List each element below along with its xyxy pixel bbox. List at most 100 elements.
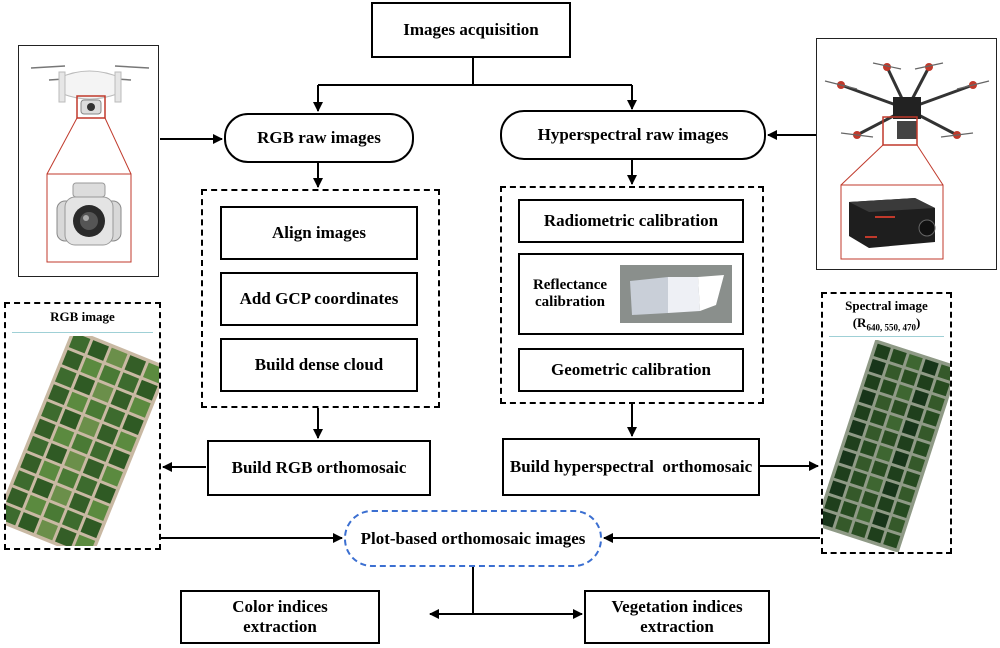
plot-cell: [57, 467, 79, 489]
plot-cell: [889, 348, 907, 366]
plot-cell: [54, 367, 77, 388]
plot-cell: [31, 477, 54, 499]
plot-cell: [880, 430, 899, 447]
plot-cell: [92, 382, 114, 403]
plot-cell: [55, 527, 77, 546]
plot-cell: [108, 448, 130, 470]
plot-cell: [66, 391, 89, 413]
plot-cell: [917, 425, 935, 442]
plot-cell: [884, 364, 902, 381]
build-rgb-orthomosaic-label: Build RGB orthomosaic: [231, 458, 407, 478]
plot-cell: [863, 374, 881, 391]
plot-cell: [38, 460, 61, 482]
plot-cell: [50, 485, 72, 506]
plot-cell: [17, 512, 40, 533]
plot-cell: [75, 475, 98, 497]
rgb-processing-group: [201, 189, 440, 408]
plot-cell: [6, 487, 28, 509]
plot-cell: [80, 517, 103, 539]
plot-cell: [143, 362, 159, 384]
align-images-box: Align images: [220, 206, 418, 260]
plot-cell: [898, 486, 916, 503]
plot-cell: [43, 502, 66, 524]
plot-cell: [844, 434, 862, 452]
spectral-image-title: Spectral image: [845, 298, 928, 313]
plot-cell: [835, 516, 853, 533]
plot-cell: [80, 357, 103, 379]
color-indices-extraction-box: Color indices extraction: [180, 590, 380, 644]
build-rgb-orthomosaic-box: Build RGB orthomosaic: [207, 440, 431, 496]
plot-cell: [78, 416, 100, 438]
plot-cell: [866, 475, 884, 493]
plot-cell: [89, 441, 112, 462]
plot-cell: [73, 534, 96, 546]
plot-cell: [59, 408, 82, 430]
plot-cell: [900, 369, 918, 386]
plot-cell: [68, 336, 91, 354]
plot-cell: [859, 440, 878, 457]
plot-cell: [883, 531, 901, 549]
build-dense-cloud-box: Build dense cloud: [220, 338, 418, 392]
plot-cell: [907, 455, 926, 473]
plot-cell: [6, 504, 21, 526]
plot-cell: [117, 372, 140, 394]
build-hyperspectral-orthomosaic-label: Build hyperspectral orthomosaic: [509, 457, 753, 477]
plot-cell: [136, 379, 158, 401]
plot-cell: [87, 340, 109, 361]
spectral-title-divider: [829, 336, 944, 337]
align-images-label: Align images: [272, 223, 366, 243]
plot-cell: [901, 420, 919, 437]
rgb-raw-images-label: RGB raw images: [257, 128, 381, 148]
plot-cell: [932, 379, 950, 397]
plot-cell: [82, 458, 105, 480]
vegetation-indices-extraction-box: Vegetation indices extraction: [584, 590, 770, 644]
plot-cell: [879, 379, 897, 396]
hyperspectral-processing-group: [500, 186, 764, 404]
hyperspectral-raw-images-box: Hyperspectral raw images: [500, 110, 766, 160]
plot-cell: [52, 426, 75, 447]
plot-cell: [96, 423, 119, 445]
plot-cell: [858, 389, 876, 406]
color-indices-extraction-label: Color indices extraction: [232, 597, 328, 636]
plot-cell: [882, 480, 900, 498]
plot-cell: [905, 353, 923, 371]
plot-cell: [85, 399, 107, 421]
plot-cell: [34, 418, 56, 440]
plot-cell: [64, 450, 86, 472]
plot-cell: [856, 506, 874, 523]
plot-cell: [869, 409, 888, 427]
spectral-bands-prefix: (R: [852, 315, 867, 330]
plot-cell: [875, 445, 894, 462]
geometric-calibration-label: Geometric calibration: [550, 360, 712, 380]
plot-cell: [861, 490, 879, 508]
plot-cell: [101, 465, 123, 487]
plot-cell: [824, 495, 842, 513]
build-hyperspectral-orthomosaic-box: Build hyperspectral orthomosaic: [502, 438, 760, 496]
plot-cell: [912, 440, 930, 458]
plot-cell: [927, 394, 945, 412]
hyperspectral-drone-photo: [816, 38, 997, 270]
plot-cell: [893, 501, 911, 518]
reflectance-calibration-label: Reflectance calibration: [532, 276, 608, 310]
plot-cell: [855, 455, 873, 472]
plot-cell: [896, 435, 915, 452]
plot-cell: [937, 364, 950, 382]
add-gcp-coordinates-box: Add GCP coordinates: [220, 272, 418, 326]
rgb-drone-photo: [18, 45, 159, 277]
plot-cell: [36, 519, 59, 541]
spectral-bands-suffix: ): [915, 315, 921, 330]
plot-cell: [906, 404, 924, 422]
plot-cell: [874, 394, 892, 412]
rgb-raw-images-box: RGB raw images: [224, 113, 414, 163]
plot-cell: [902, 470, 921, 488]
plot-cell: [45, 443, 68, 465]
plot-cell: [823, 510, 837, 528]
plot-cell: [122, 414, 144, 435]
plot-cell: [48, 384, 70, 406]
plot-cell: [864, 424, 883, 442]
plot-cell: [41, 401, 63, 423]
plot-cell: [68, 492, 91, 514]
plot-cell: [877, 496, 895, 513]
plot-cell: [20, 453, 42, 474]
